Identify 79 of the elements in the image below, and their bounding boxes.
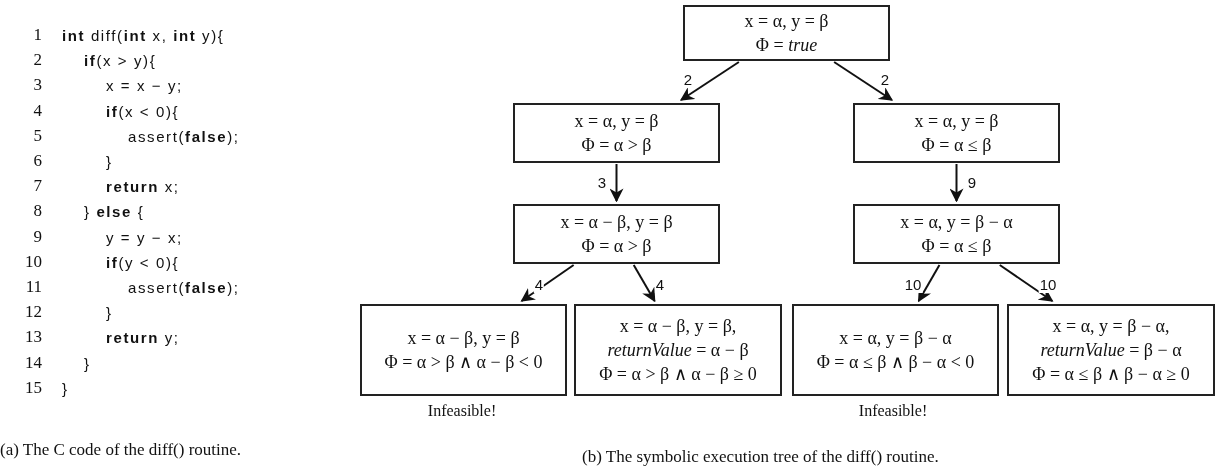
node-note: Infeasible! xyxy=(858,402,928,420)
code-line: int diff(int x, int y){ xyxy=(62,26,225,46)
node-note: Infeasible! xyxy=(427,402,497,420)
line-number: 7 xyxy=(32,176,42,197)
line-number: 3 xyxy=(32,75,42,96)
state-text: Φ = α ≤ β xyxy=(921,235,992,258)
state-text: x = α, y = β xyxy=(574,110,659,133)
edge-label: 3 xyxy=(596,175,608,191)
line-number: 15 xyxy=(24,377,42,398)
code-line: } else { xyxy=(84,202,145,223)
line-number: 8 xyxy=(32,201,42,222)
state-box xyxy=(792,304,999,396)
line-number: 6 xyxy=(32,151,42,171)
arrow xyxy=(632,264,656,303)
state-text: Φ = α > β xyxy=(581,134,652,157)
edge-label: 10 xyxy=(903,277,923,293)
arrow xyxy=(949,163,964,203)
code-line: if(y < 0){ xyxy=(106,252,180,273)
arrow xyxy=(609,163,624,203)
code-line: if(x < 0){ xyxy=(106,101,180,122)
edge-label: 10 xyxy=(1038,277,1058,293)
state-box xyxy=(513,204,720,264)
line-number: 12 xyxy=(24,302,42,323)
state-text: Φ = α > β ∧ α − β < 0 xyxy=(384,351,543,374)
arrow xyxy=(679,61,740,101)
state-box xyxy=(574,304,782,396)
code-line: assert(false); xyxy=(128,126,240,147)
arrow xyxy=(520,264,575,302)
edge-label: 2 xyxy=(879,72,891,88)
line-number: 1 xyxy=(32,25,42,45)
state-box xyxy=(853,103,1060,163)
edge-label: 2 xyxy=(682,72,694,88)
line-number: 5 xyxy=(32,125,42,146)
state-text: Φ = α ≤ β ∧ β − α ≥ 0 xyxy=(1032,363,1190,386)
line-number: 14 xyxy=(24,352,42,373)
line-number: 10 xyxy=(24,251,42,272)
code-line: return x; xyxy=(106,177,180,198)
state-text: Φ = true xyxy=(755,34,818,57)
code-line: y = y − x; xyxy=(106,227,183,248)
code-line: } xyxy=(84,353,91,374)
state-text: x = α, y = β − α xyxy=(900,211,1013,234)
state-text: x = α − β, y = β, xyxy=(619,315,737,338)
state-text: x = α − β, y = β xyxy=(560,211,673,234)
state-text: x = α, y = β − α xyxy=(839,327,952,350)
code-line: assert(false); xyxy=(128,278,240,298)
code-line: return y; xyxy=(106,328,180,349)
edge-label: 4 xyxy=(654,277,666,293)
code-line: } xyxy=(106,303,113,324)
line-number: 9 xyxy=(32,226,42,247)
state-text: x = α − β, y = β xyxy=(407,327,520,350)
caption: (a) The C code of the diff() routine. xyxy=(0,440,242,460)
code-line: x = x − y; xyxy=(106,76,183,97)
arrow xyxy=(998,264,1054,302)
state-text: Φ = α ≤ β xyxy=(921,134,992,157)
state-box xyxy=(853,204,1060,264)
state-text: returnValue = α − β xyxy=(607,339,749,362)
state-text: x = α, y = β xyxy=(914,110,999,133)
arrow xyxy=(833,61,894,101)
state-box xyxy=(683,5,890,61)
code-line: } xyxy=(62,378,69,399)
state-text: Φ = α > β ∧ α − β ≥ 0 xyxy=(599,363,757,386)
state-text: x = α, y = β xyxy=(744,10,829,33)
line-number: 4 xyxy=(32,100,42,121)
caption: (b) The symbolic execution tree of the diff() routine. xyxy=(582,447,939,467)
line-number: 13 xyxy=(24,327,42,348)
state-box xyxy=(1007,304,1215,396)
state-box xyxy=(360,304,567,396)
state-text: Φ = α > β xyxy=(581,235,652,258)
state-text: Φ = α ≤ β ∧ β − α < 0 xyxy=(816,351,975,374)
state-text: returnValue = β − α xyxy=(1040,339,1182,362)
code-line: if(x > y){ xyxy=(84,51,157,72)
line-number: 2 xyxy=(32,50,42,71)
line-number: 11 xyxy=(24,277,42,297)
edge-label: 9 xyxy=(966,175,978,191)
state-box xyxy=(513,103,720,163)
state-text: x = α, y = β − α, xyxy=(1052,315,1170,338)
arrow xyxy=(917,264,941,303)
code-line: } xyxy=(106,152,113,172)
edge-label: 4 xyxy=(533,277,545,293)
